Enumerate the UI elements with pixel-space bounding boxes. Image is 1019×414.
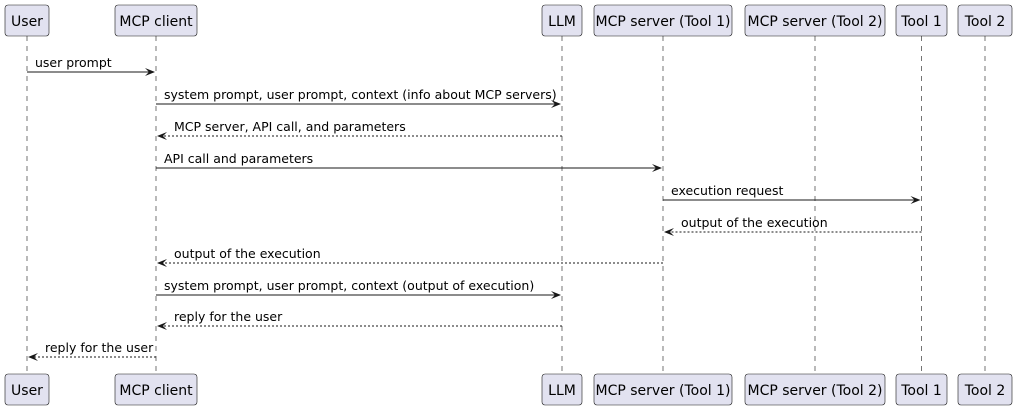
participant-label: User [11,383,43,399]
participant-box [4,4,50,37]
message-label: execution request [671,183,784,198]
participant-box [957,4,1013,37]
message-6: output of the execution [664,215,922,236]
message-label: API call and parameters [164,151,313,166]
participant-tool1-top: Tool 1 [895,4,948,37]
participant-box [744,373,886,406]
participant-box [114,4,198,37]
messages: user prompt system prompt, user prompt, c… [27,55,922,361]
participant-label: MCP client [119,14,193,30]
participant-box [114,373,198,406]
participant-tool2-bottom: Tool 2 [957,373,1013,406]
message-label: reply for the user [45,340,154,355]
participant-label: MCP client [119,383,193,399]
message-label: reply for the user [174,309,283,324]
participant-box [541,373,583,406]
participant-llm-bottom: LLM [541,373,583,406]
participant-box [744,4,886,37]
arrowhead-icon [157,132,167,140]
participant-llm-top: LLM [541,4,583,37]
message-5: execution request [663,183,921,204]
message-4: API call and parameters [156,151,662,172]
participant-user-top: User [4,4,50,37]
arrowhead-icon [145,68,155,76]
participant-box [541,4,583,37]
participant-tool2-top: Tool 2 [957,4,1013,37]
message-9: reply for the user [157,309,562,330]
participant-label: Tool 1 [900,14,942,30]
participant-user-bottom: User [4,373,50,406]
message-label: system prompt, user prompt, context (inf… [164,87,557,102]
participant-box [895,4,948,37]
participant-header-row: User MCP client LLM MCP server (Tool 1) MCP … [4,4,1013,37]
message-10: reply for the user [28,340,156,361]
message-label: system prompt, user prompt, context (out… [164,278,534,293]
message-label: output of the execution [681,215,828,230]
lifelines [26,36,986,374]
message-2: system prompt, user prompt, context (inf… [156,87,561,108]
message-8: system prompt, user prompt, context (out… [156,278,561,299]
participant-box [593,4,733,37]
arrowhead-icon [28,353,38,361]
arrowhead-icon [157,322,167,330]
participant-label: MCP server (Tool 1) [596,383,731,399]
arrowhead-icon [551,291,561,299]
participant-box [4,373,50,406]
participant-label: Tool 1 [900,383,942,399]
message-label: MCP server, API call, and parameters [174,119,406,134]
message-label: user prompt [35,55,112,70]
arrowhead-icon [551,100,561,108]
participant-tool1-bottom: Tool 1 [895,373,948,406]
participant-box [895,373,948,406]
participant-label: Tool 2 [964,383,1006,399]
participant-label: MCP server (Tool 2) [748,14,883,30]
participant-mcp_server_2-bottom: MCP server (Tool 2) [744,373,886,406]
participant-mcp_server_2-top: MCP server (Tool 2) [744,4,886,37]
arrowhead-icon [157,259,167,267]
participant-box [593,373,733,406]
participant-mcp_server_1-bottom: MCP server (Tool 1) [593,373,733,406]
arrowhead-icon [664,228,674,236]
message-7: output of the execution [157,246,663,267]
participant-mcp_client-bottom: MCP client [114,373,198,406]
participant-mcp_client-top: MCP client [114,4,198,37]
participant-label: LLM [548,383,576,399]
participant-label: MCP server (Tool 1) [596,14,731,30]
arrowhead-icon [652,164,662,172]
participant-label: User [11,14,43,30]
arrowhead-icon [910,196,921,204]
message-label: output of the execution [174,246,321,261]
participant-label: MCP server (Tool 2) [748,383,883,399]
participant-footer-row: User MCP client LLM MCP server (Tool 1) MCP … [4,373,1013,406]
participant-box [957,373,1013,406]
participant-label: LLM [548,14,576,30]
message-3: MCP server, API call, and parameters [157,119,562,140]
participant-label: Tool 2 [964,14,1006,30]
participant-mcp_server_1-top: MCP server (Tool 1) [593,4,733,37]
message-1: user prompt [27,55,155,76]
